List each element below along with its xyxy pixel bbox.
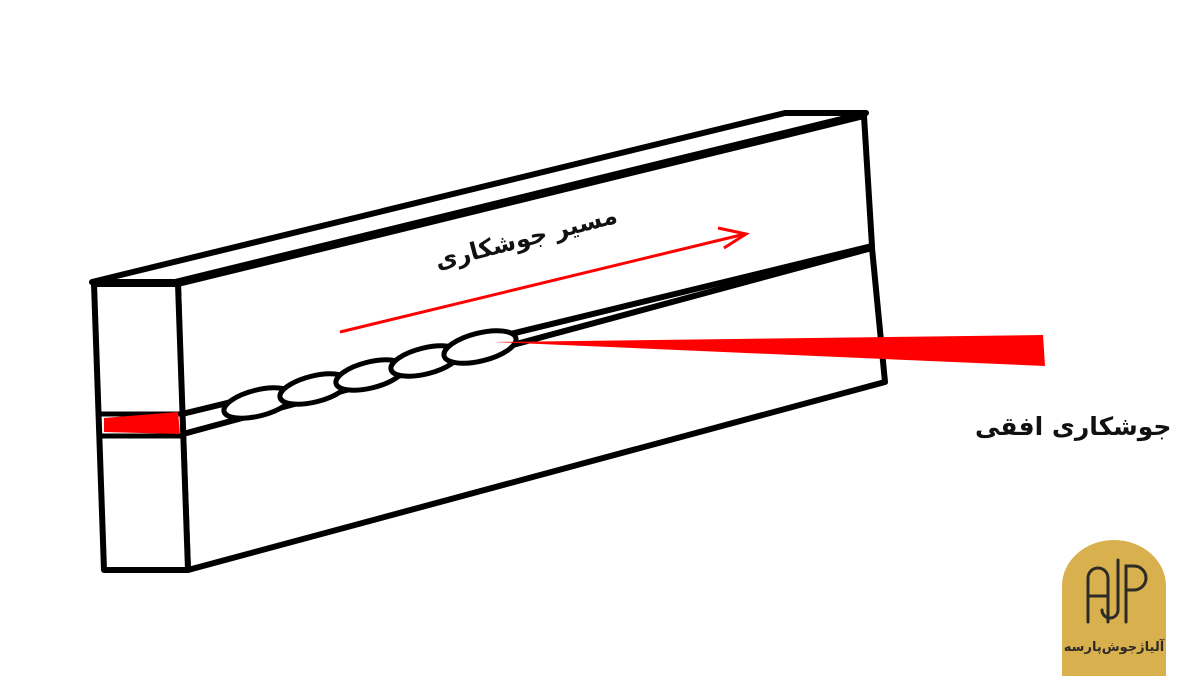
weld-beads bbox=[221, 328, 519, 421]
horizontal-welding-label: جوشکاری افقی bbox=[975, 412, 1172, 441]
weld-bead bbox=[441, 328, 519, 366]
workpiece-plates bbox=[89, 110, 888, 573]
logo-text: آلیاژجوش‌پارسه bbox=[1063, 640, 1165, 655]
weld-direction-arrow bbox=[339, 226, 750, 334]
logo-badge bbox=[1062, 540, 1166, 676]
monogram-icon bbox=[1086, 558, 1148, 624]
company-logo: آلیاژجوش‌پارسه bbox=[1062, 540, 1166, 676]
electrode bbox=[494, 335, 1045, 366]
side-groove bbox=[104, 412, 180, 434]
